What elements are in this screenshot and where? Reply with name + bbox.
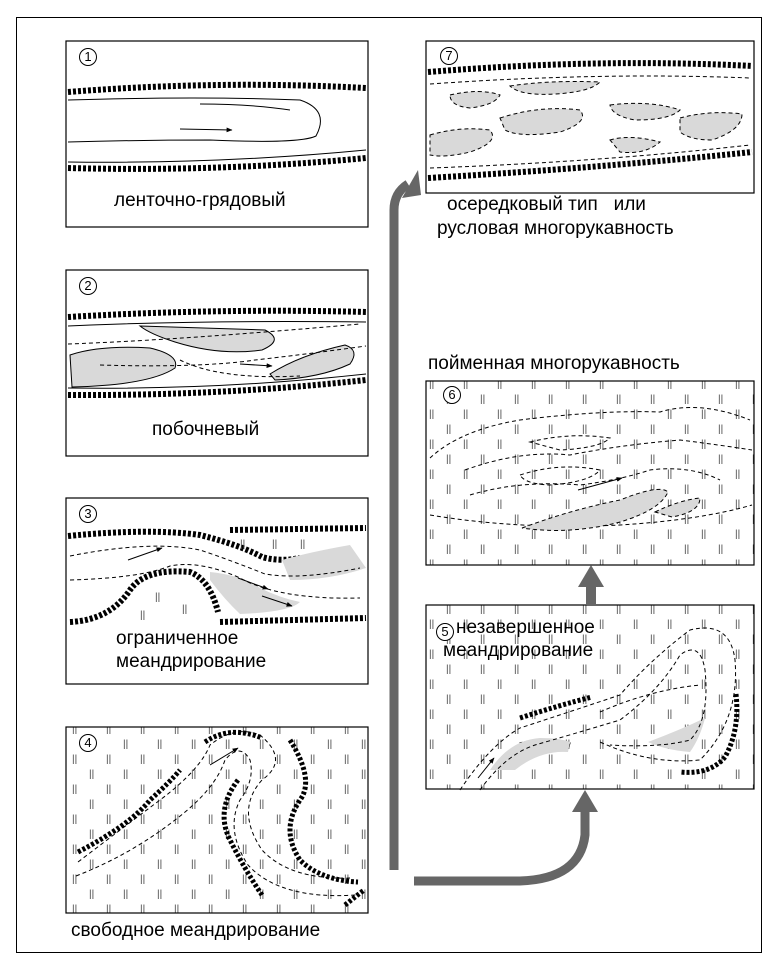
panel-1-number: 1 (79, 48, 97, 66)
svg-text:||: || (300, 539, 305, 550)
panel-6-label: пойменная многорукавность (428, 353, 680, 375)
panel-5-label-line1: незавершенное (456, 617, 595, 639)
panel-1-label: ленточно-грядовый (114, 190, 286, 212)
panel-5-number: 5 (436, 623, 454, 641)
panel-7 (426, 41, 754, 193)
panel-4-label: свободное меандрирование (71, 920, 320, 942)
svg-text:||: || (240, 539, 245, 550)
panel-6-number: 6 (443, 386, 461, 404)
svg-text:||: || (140, 610, 145, 621)
panel-4-number: 4 (79, 734, 97, 752)
arrow-to-7 (394, 170, 421, 870)
panel-5-label-line2: меандрирование (443, 640, 593, 662)
panel-3-number: 3 (79, 505, 97, 523)
panel-7-label-line2: русловая многорукавность (437, 218, 674, 240)
panel-6 (426, 381, 754, 565)
panel-4 (66, 727, 368, 913)
panel-7-label-line1: осередковый тип или (447, 194, 646, 216)
panel-3-label-line2: меандрирование (116, 651, 266, 673)
arrow-4-to-5 (414, 790, 598, 881)
svg-text:||: || (272, 539, 277, 550)
panel-7-number: 7 (440, 47, 458, 65)
panel-2-label: побочневый (152, 419, 259, 441)
panel-3-label-line1: ограниченное (116, 628, 238, 650)
arrow-5-to-6 (578, 565, 604, 605)
svg-text:||: || (155, 592, 160, 603)
panel-2-number: 2 (79, 277, 97, 295)
svg-text:||: || (182, 604, 187, 615)
